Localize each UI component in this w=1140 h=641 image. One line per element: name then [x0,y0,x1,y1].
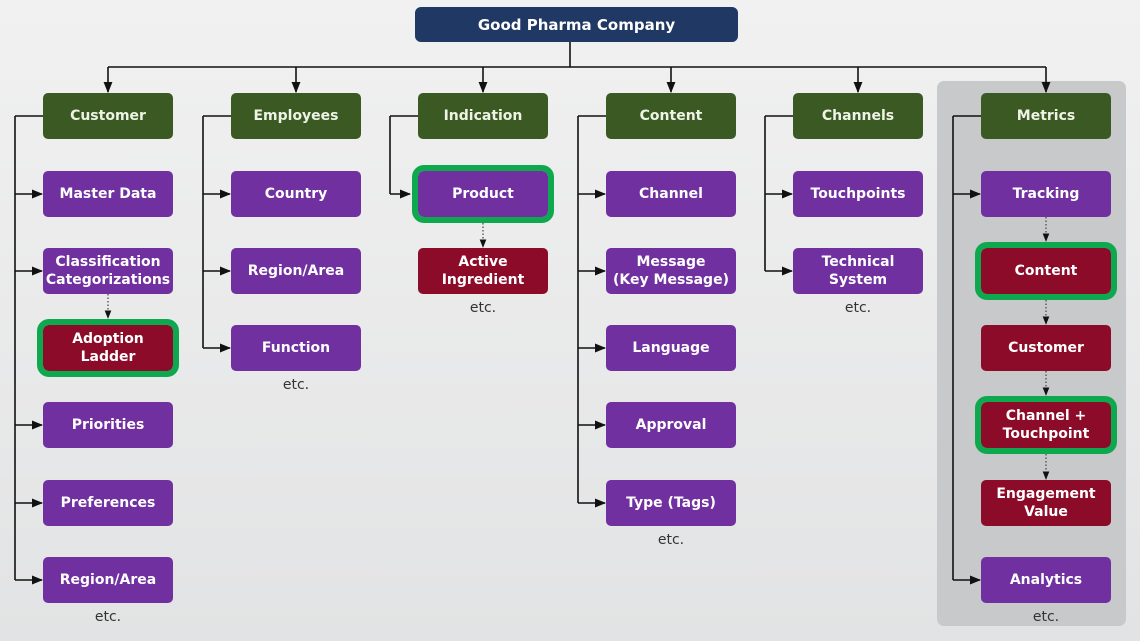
content-approval-node[interactable]: Approval [606,402,736,448]
channels-etc-label: etc. [844,300,872,316]
customer-etc-label: etc. [94,609,122,625]
category-customer[interactable]: Customer [43,93,173,139]
metrics-analytics-node[interactable]: Analytics [981,557,1111,603]
category-metrics[interactable]: Metrics [981,93,1111,139]
metrics-engagement-value-node[interactable]: Engagement Value [981,480,1111,526]
category-indication[interactable]: Indication [418,93,548,139]
metrics-tracking-node[interactable]: Tracking [981,171,1111,217]
indication-etc-label: etc. [469,300,497,316]
customer-classification-categorizations-node[interactable]: Classification Categorizations [43,248,173,294]
customer-region-area-node[interactable]: Region/Area [43,557,173,603]
customer-priorities-node[interactable]: Priorities [43,402,173,448]
channels-technical-system-node[interactable]: Technical System [793,248,923,294]
category-content[interactable]: Content [606,93,736,139]
metrics-content-node[interactable]: Content [975,242,1117,300]
content-etc-label: etc. [657,532,685,548]
content-language-node[interactable]: Language [606,325,736,371]
category-employees[interactable]: Employees [231,93,361,139]
employees-region-area-node[interactable]: Region/Area [231,248,361,294]
employees-etc-label: etc. [282,377,310,393]
root-node[interactable]: Good Pharma Company [415,7,738,42]
customer-preferences-node[interactable]: Preferences [43,480,173,526]
metrics-channel-touchpoint-node[interactable]: Channel + Touchpoint [975,396,1117,454]
indication-active-ingredient-node[interactable]: Active Ingredient [418,248,548,294]
customer-adoption-ladder-node[interactable]: Adoption Ladder [37,319,179,377]
indication-product-node[interactable]: Product [412,165,554,223]
content-channel-node[interactable]: Channel [606,171,736,217]
category-channels[interactable]: Channels [793,93,923,139]
employees-country-node[interactable]: Country [231,171,361,217]
content-type-tags-node[interactable]: Type (Tags) [606,480,736,526]
customer-master-data-node[interactable]: Master Data [43,171,173,217]
channels-touchpoints-node[interactable]: Touchpoints [793,171,923,217]
employees-function-node[interactable]: Function [231,325,361,371]
metrics-etc-label: etc. [1032,609,1060,625]
metrics-customer-node[interactable]: Customer [981,325,1111,371]
content-message-key-message-node[interactable]: Message (Key Message) [606,248,736,294]
